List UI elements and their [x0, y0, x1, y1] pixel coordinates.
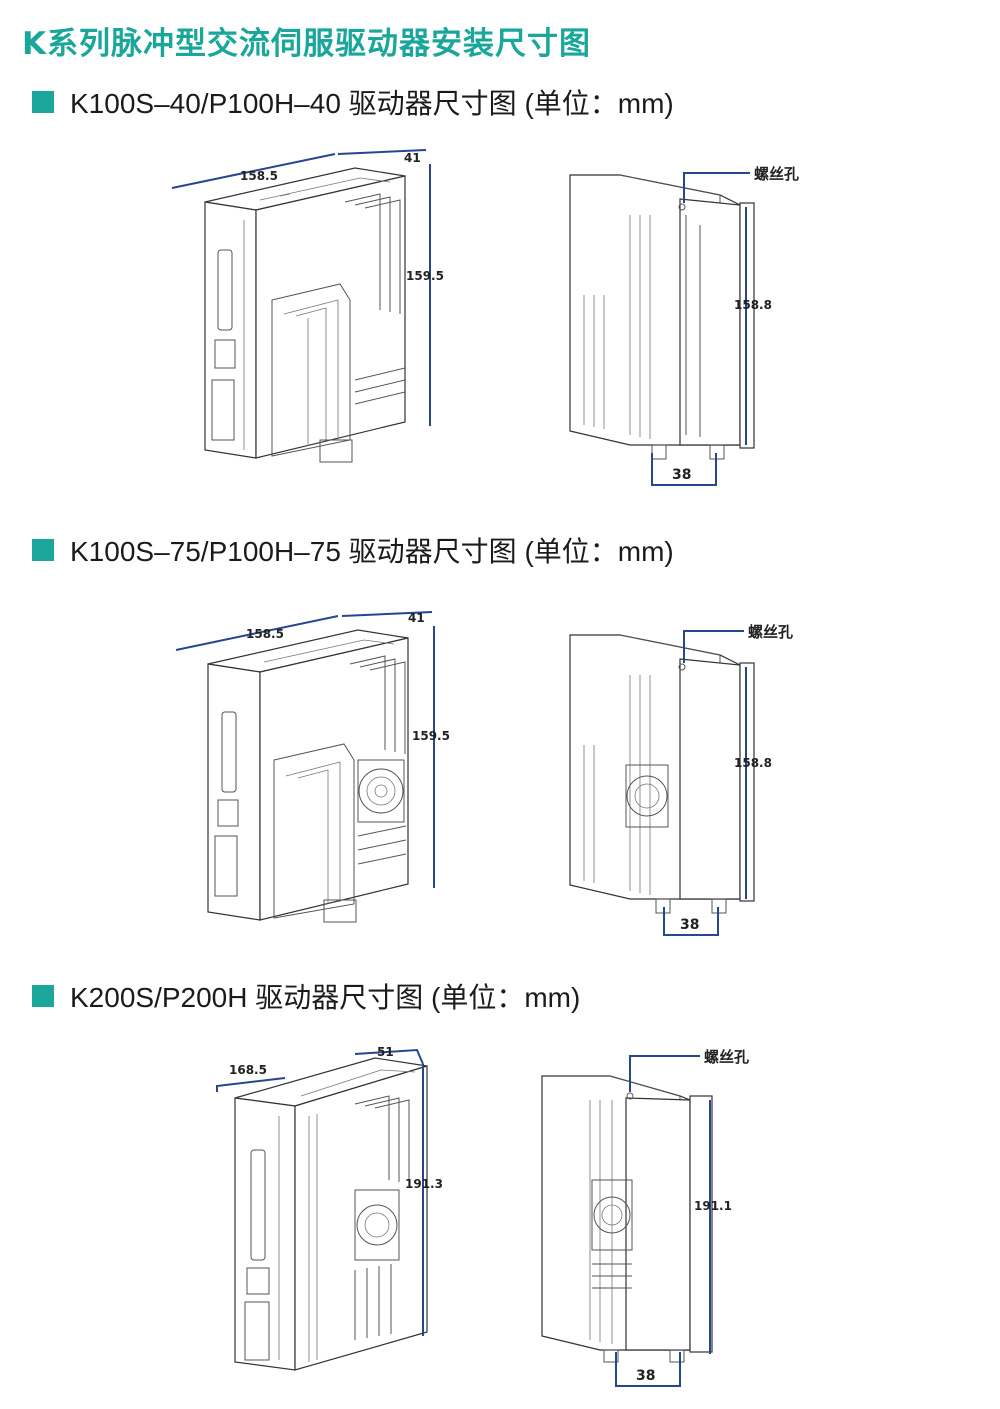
side-height-dimension-label: 191.1: [694, 1199, 732, 1213]
side-width-dimension-label: 38: [680, 917, 699, 933]
section-marker-icon: [32, 985, 54, 1007]
side-view-drawing-1: 螺丝孔 158.8 38: [569, 165, 799, 486]
page-title: K系列脉冲型交流伺服驱动器安装尺寸图: [22, 26, 592, 62]
side-width-dimension-label: 38: [636, 1368, 655, 1384]
screw-hole-label: 螺丝孔: [754, 165, 799, 183]
side-height-dimension-label: 158.8: [734, 756, 772, 770]
side-view-drawing-3: 螺丝孔 191.1 38: [541, 1048, 749, 1387]
side-height-dimension-label: 158.8: [734, 298, 772, 312]
section-title: K200S/P200H 驱动器尺寸图 (单位：mm): [70, 982, 581, 1013]
depth-dimension-label: 158.5: [240, 169, 278, 183]
width-dimension-label: 41: [408, 611, 425, 625]
width-dimension-label: 51: [377, 1045, 394, 1059]
section-heading-2: K100S–75/P100H–75 驱动器尺寸图 (单位：mm): [32, 532, 674, 568]
section-heading-3: K200S/P200H 驱动器尺寸图 (单位：mm): [32, 978, 580, 1014]
section-title: K100S–75/P100H–75 驱动器尺寸图 (单位：mm): [70, 536, 674, 567]
section-marker-icon: [32, 539, 54, 561]
front-view-drawing-2: 158.5 41 159.5: [175, 611, 450, 923]
depth-dimension-label: 168.5: [229, 1063, 267, 1077]
front-view-drawing-1: 158.5 41 159.5: [171, 149, 444, 463]
height-dimension-label: 159.5: [412, 729, 450, 743]
side-view-drawing-2: 螺丝孔 158.8 38: [569, 623, 793, 936]
front-view-drawing-3: 168.5 51 191.3: [216, 1045, 443, 1371]
side-width-dimension-label: 38: [672, 467, 691, 483]
screw-hole-label: 螺丝孔: [748, 623, 793, 641]
section-heading-1: K100S–40/P100H–40 驱动器尺寸图 (单位：mm): [32, 84, 674, 120]
section-title: K100S–40/P100H–40 驱动器尺寸图 (单位：mm): [70, 88, 674, 119]
height-dimension-label: 159.5: [406, 269, 444, 283]
section-marker-icon: [32, 91, 54, 113]
screw-hole-label: 螺丝孔: [704, 1048, 749, 1066]
width-dimension-label: 41: [404, 151, 421, 165]
depth-dimension-label: 158.5: [246, 627, 284, 641]
height-dimension-label: 191.3: [405, 1177, 443, 1191]
